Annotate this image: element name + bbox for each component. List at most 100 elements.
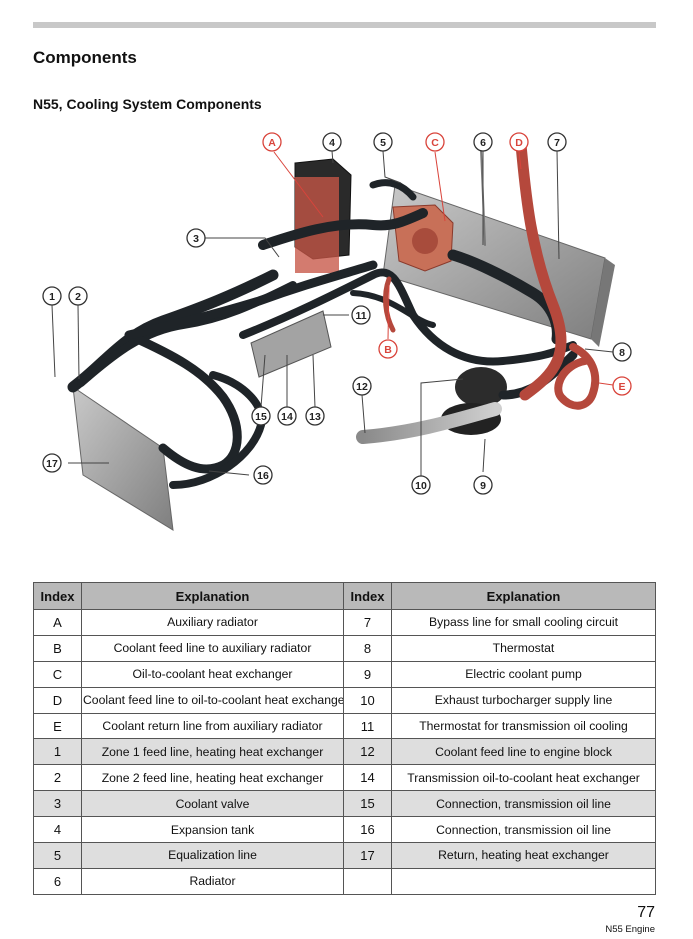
index-cell: 3 bbox=[33, 790, 82, 818]
svg-text:2: 2 bbox=[75, 291, 81, 303]
explanation-cell: Coolant feed line to engine block bbox=[391, 738, 656, 766]
engine-block-feed-line bbox=[356, 402, 502, 444]
column-header-index: Index bbox=[33, 582, 82, 610]
explanation-cell: Thermostat bbox=[391, 634, 656, 662]
svg-text:16: 16 bbox=[257, 470, 269, 482]
callout-5: 5 bbox=[373, 132, 393, 152]
components-table: Index Explanation Index Explanation A Au… bbox=[33, 582, 656, 895]
explanation-cell: Coolant return line from auxiliary radia… bbox=[81, 712, 344, 740]
index-cell: 14 bbox=[343, 764, 392, 792]
index-cell: 17 bbox=[343, 842, 392, 869]
index-cell: B bbox=[33, 634, 82, 662]
explanation-cell: Zone 2 feed line, heating heat exchanger bbox=[81, 764, 344, 792]
svg-text:4: 4 bbox=[329, 137, 335, 149]
table-row: 2 Zone 2 feed line, heating heat exchang… bbox=[33, 764, 656, 792]
callout-A: A bbox=[262, 132, 282, 152]
document-name: N55 Engine bbox=[605, 924, 655, 935]
explanation-cell: Zone 1 feed line, heating heat exchanger bbox=[81, 738, 344, 766]
explanation-cell: Oil-to-coolant heat exchanger bbox=[81, 660, 344, 688]
explanation-cell: Connection, transmission oil line bbox=[391, 790, 656, 818]
index-cell: 5 bbox=[33, 842, 82, 869]
callout-16: 16 bbox=[253, 465, 273, 485]
explanation-cell: Coolant feed line to auxiliary radiator bbox=[81, 634, 344, 662]
explanation-cell: Connection, transmission oil line bbox=[391, 816, 656, 844]
index-cell: 12 bbox=[343, 738, 392, 766]
section-title: Components bbox=[33, 48, 137, 67]
callout-B: B bbox=[378, 339, 398, 359]
callout-11: 11 bbox=[351, 305, 371, 325]
svg-text:5: 5 bbox=[380, 137, 386, 149]
callout-6: 6 bbox=[473, 132, 493, 152]
explanation-cell bbox=[391, 867, 656, 895]
svg-text:12: 12 bbox=[356, 381, 368, 393]
callout-4: 4 bbox=[322, 132, 342, 152]
figure-title: N55, Cooling System Components bbox=[33, 96, 262, 112]
callout-8: 8 bbox=[612, 342, 632, 362]
explanation-cell: Radiator bbox=[81, 867, 344, 895]
svg-text:17: 17 bbox=[46, 458, 58, 470]
explanation-cell: Auxiliary radiator bbox=[81, 609, 344, 636]
page-number: 77 bbox=[637, 904, 655, 921]
explanation-cell: Coolant feed line to oil-to-coolant heat… bbox=[81, 686, 344, 714]
callout-C: C bbox=[425, 132, 445, 152]
explanation-cell: Electric coolant pump bbox=[391, 660, 656, 688]
index-cell: 8 bbox=[343, 634, 392, 662]
index-cell: E bbox=[33, 712, 82, 740]
red-coolant-hoses bbox=[383, 139, 600, 410]
table-row: C Oil-to-coolant heat exchanger 9 Electr… bbox=[33, 660, 656, 688]
svg-text:7: 7 bbox=[554, 137, 560, 149]
callout-17: 17 bbox=[42, 453, 62, 473]
svg-text:C: C bbox=[431, 137, 439, 149]
explanation-cell: Bypass line for small cooling circuit bbox=[391, 609, 656, 636]
heating-heat-exchanger bbox=[72, 385, 174, 531]
table-row: D Coolant feed line to oil-to-coolant he… bbox=[33, 686, 656, 714]
table-header-row: Index Explanation Index Explanation bbox=[33, 582, 656, 610]
callout-12: 12 bbox=[352, 376, 372, 396]
expansion-tank bbox=[294, 158, 352, 273]
callout-3: 3 bbox=[186, 228, 206, 248]
table-row: E Coolant return line from auxiliary rad… bbox=[33, 712, 656, 740]
index-cell: 4 bbox=[33, 816, 82, 844]
svg-text:8: 8 bbox=[619, 347, 625, 359]
index-cell bbox=[343, 867, 392, 895]
svg-text:D: D bbox=[515, 137, 523, 149]
index-cell: 11 bbox=[343, 712, 392, 740]
callout-leaders bbox=[51, 150, 614, 478]
transmission-oil-heat-exchanger bbox=[250, 310, 332, 378]
top-rule bbox=[33, 22, 656, 28]
cooling-system-illustration: 1 2 3 4 5 6 7 8 9 10 11 12 13 14 15 16 1… bbox=[33, 125, 656, 545]
index-cell: 9 bbox=[343, 660, 392, 688]
column-header-explanation: Explanation bbox=[81, 582, 344, 610]
svg-text:A: A bbox=[268, 137, 276, 149]
svg-text:13: 13 bbox=[309, 411, 321, 423]
callout-13: 13 bbox=[305, 406, 325, 426]
table-row: 1 Zone 1 feed line, heating heat exchang… bbox=[33, 738, 656, 766]
svg-text:10: 10 bbox=[415, 480, 427, 492]
table-row: 5 Equalization line 17 Return, heating h… bbox=[33, 842, 656, 869]
svg-text:6: 6 bbox=[480, 137, 486, 149]
explanation-cell: Coolant valve bbox=[81, 790, 344, 818]
callout-7: 7 bbox=[547, 132, 567, 152]
svg-text:1: 1 bbox=[49, 291, 55, 303]
index-cell: A bbox=[33, 609, 82, 636]
explanation-cell: Exhaust turbocharger supply line bbox=[391, 686, 656, 714]
table-row: A Auxiliary radiator 7 Bypass line for s… bbox=[33, 609, 656, 636]
coolant-hoses bbox=[67, 148, 578, 489]
index-cell: 2 bbox=[33, 764, 82, 792]
index-cell: 16 bbox=[343, 816, 392, 844]
svg-text:E: E bbox=[618, 381, 625, 393]
index-cell: D bbox=[33, 686, 82, 714]
explanation-cell: Equalization line bbox=[81, 842, 344, 869]
explanation-cell: Transmission oil-to-coolant heat exchang… bbox=[391, 764, 656, 792]
callout-E: E bbox=[612, 376, 632, 396]
table-row: 4 Expansion tank 16 Connection, transmis… bbox=[33, 816, 656, 844]
svg-text:3: 3 bbox=[193, 233, 199, 245]
index-cell: C bbox=[33, 660, 82, 688]
index-cell: 15 bbox=[343, 790, 392, 818]
svg-text:B: B bbox=[384, 344, 392, 356]
index-cell: 6 bbox=[33, 867, 82, 895]
table-row: 6 Radiator bbox=[33, 867, 656, 895]
explanation-cell: Return, heating heat exchanger bbox=[391, 842, 656, 869]
table-row: B Coolant feed line to auxiliary radiato… bbox=[33, 634, 656, 662]
svg-text:15: 15 bbox=[255, 411, 267, 423]
